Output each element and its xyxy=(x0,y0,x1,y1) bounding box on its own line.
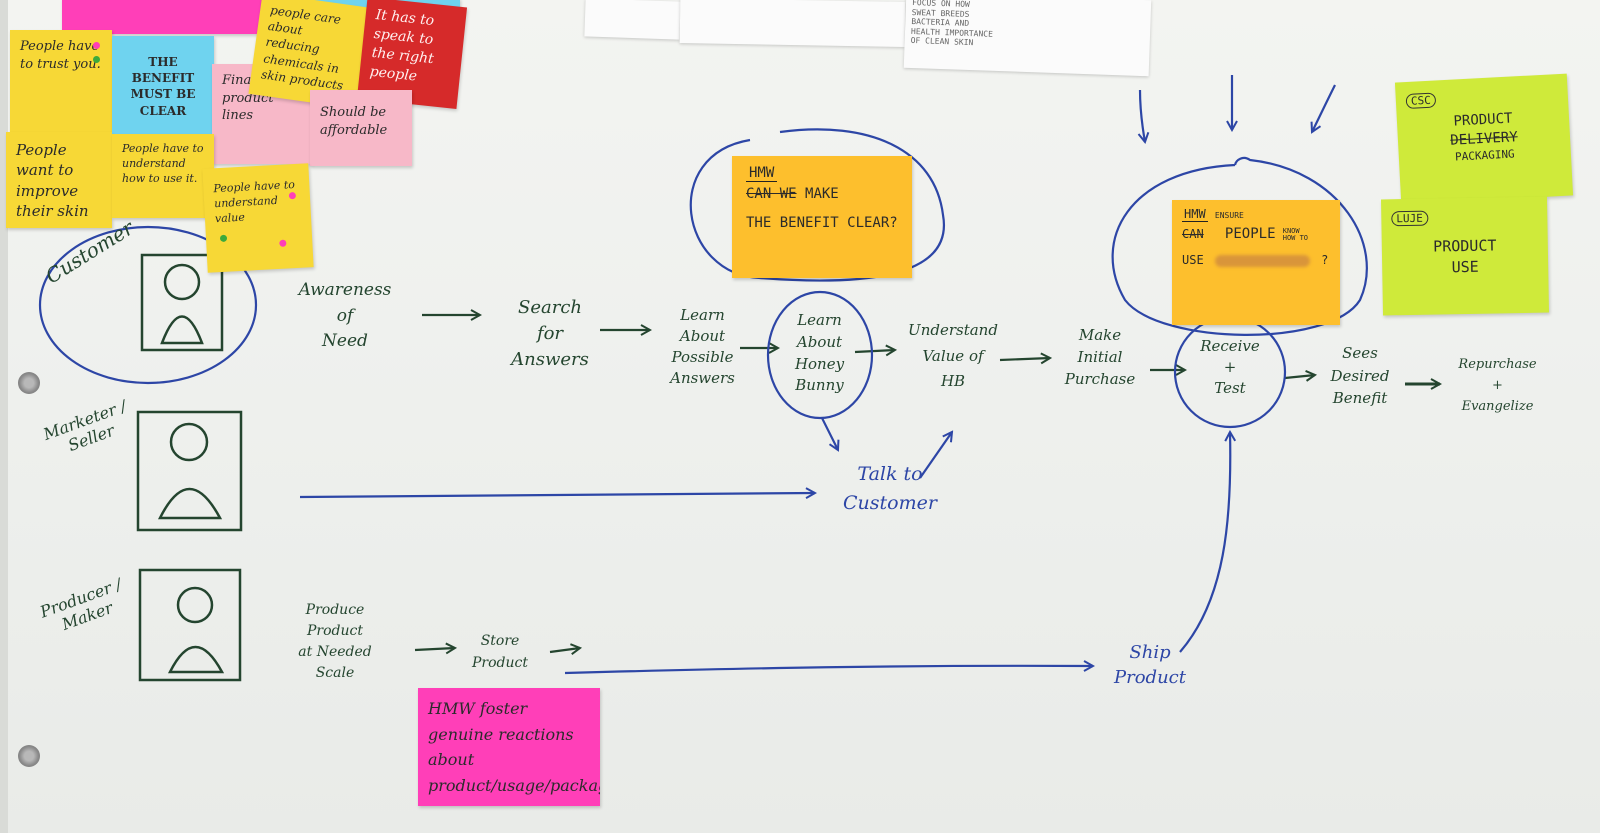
sticky-chemicals-text: people care about reducing chemicals in … xyxy=(260,3,345,93)
dot-green xyxy=(93,56,100,63)
step-learn-hb: Learn About Honey Bunny xyxy=(794,311,845,395)
customer-circle xyxy=(38,225,258,385)
step-talk-customer: Talk to Customer xyxy=(843,463,937,514)
step-search: Search for Answers xyxy=(511,297,589,371)
producer-figure xyxy=(138,568,242,682)
hmw-genuine-note: HMW foster genuine reactions about produ… xyxy=(418,688,600,806)
lime-use-badge: LUJE xyxy=(1391,210,1428,227)
step-produce: Produce Product at Needed Scale xyxy=(298,602,372,681)
lime-use-note: LUJE PRODUCT USE xyxy=(1381,196,1549,316)
dot-pink xyxy=(93,42,100,49)
dot-pink xyxy=(279,239,287,247)
sticky-affordable: Should be affordable xyxy=(310,90,412,166)
sticky-understand-how-text: People have to understand how to use it. xyxy=(122,142,204,185)
sticky-trust: People have to trust you. xyxy=(10,30,112,132)
hmw-ensure-above: ENSURE xyxy=(1214,211,1244,220)
hmw-genuine-text: HMW foster genuine reactions about produ… xyxy=(428,699,600,795)
board-ring-bottom xyxy=(18,745,40,767)
hmw-benefit-line1: MAKE xyxy=(805,185,839,202)
step-ship: Ship Product xyxy=(1114,642,1186,689)
sticky-pink-top xyxy=(62,0,262,34)
dot-pink xyxy=(288,191,297,200)
sticky-benefit-clear: THE BENEFIT MUST BE CLEAR xyxy=(112,36,214,134)
step-sees-benefit: Sees Desired Benefit xyxy=(1330,344,1390,407)
customer-figure xyxy=(140,253,224,352)
hmw-ensure-end: ? xyxy=(1321,253,1329,268)
hmw-ensure-struck: CAN xyxy=(1182,227,1204,242)
paper-middle xyxy=(679,0,906,47)
step-awareness: Awareness of Need xyxy=(298,280,392,351)
learn-hb-circle xyxy=(766,290,874,420)
step-learn-possible: Learn About Possible Answers xyxy=(670,306,735,387)
board-edge xyxy=(0,0,8,833)
hmw-benefit-struck: CAN WE xyxy=(746,185,797,202)
lime-packaging-note: CSC PRODUCT DELIVERY PACKAGING xyxy=(1394,73,1574,205)
blurred-brand xyxy=(1214,254,1310,267)
blue-arrows xyxy=(299,75,1336,675)
sticky-understand-how: People have to understand how to use it. xyxy=(112,134,214,218)
hmw-ensure-line1: PEOPLE xyxy=(1224,226,1276,243)
hmw-benefit-tag: HMW xyxy=(746,165,778,182)
marketer-figure xyxy=(136,410,243,532)
hmw-ensure-note: HMW ENSURE CAN PEOPLE KNOW HOW TO USE ? xyxy=(1172,200,1340,325)
step-receive-test: Receive + Test xyxy=(1200,337,1260,397)
hmw-benefit-line2: THE BENEFIT CLEAR? xyxy=(746,214,898,231)
step-repurchase: Repurchase + Evangelize xyxy=(1458,357,1537,414)
step-store: Store Product xyxy=(472,633,528,672)
dot-green xyxy=(219,234,228,243)
hmw-benefit-note: HMW CAN WE MAKE THE BENEFIT CLEAR? xyxy=(732,156,912,278)
step-understand-value: Understand Value of HB xyxy=(908,321,998,390)
sticky-benefit-clear-text: THE BENEFIT MUST BE CLEAR xyxy=(130,55,196,118)
sticky-improve-skin-text: People want to improve their skin xyxy=(16,141,89,220)
paper-right-text: FOCUS ON HOW SWEAT BREEDS BACTERIA AND H… xyxy=(910,0,994,48)
sticky-improve-skin: People want to improve their skin xyxy=(6,132,112,228)
sticky-understand-value: People have to understand value xyxy=(202,163,314,273)
lime-use-text: PRODUCT USE xyxy=(1433,236,1497,277)
hmw-ensure-small: KNOW HOW TO xyxy=(1282,226,1309,242)
paper-left xyxy=(584,0,681,40)
hmw-ensure-tag: HMW xyxy=(1182,207,1208,222)
sticky-right-people-text: It has to speak to the right people xyxy=(369,7,435,85)
step-initial-purchase: Make Initial Purchase xyxy=(1064,326,1136,388)
customer-arrows xyxy=(414,315,1440,652)
sticky-affordable-text: Should be affordable xyxy=(320,105,388,138)
sticky-trust-text: People have to trust you. xyxy=(20,39,101,72)
board-ring-top xyxy=(18,372,40,394)
lime-packaging-badge: CSC xyxy=(1405,92,1437,110)
sticky-understand-value-text: People have to understand value xyxy=(213,178,296,225)
paper-right: FOCUS ON HOW SWEAT BREEDS BACTERIA AND H… xyxy=(903,0,1152,77)
hmw-ensure-line2: USE xyxy=(1182,253,1204,268)
